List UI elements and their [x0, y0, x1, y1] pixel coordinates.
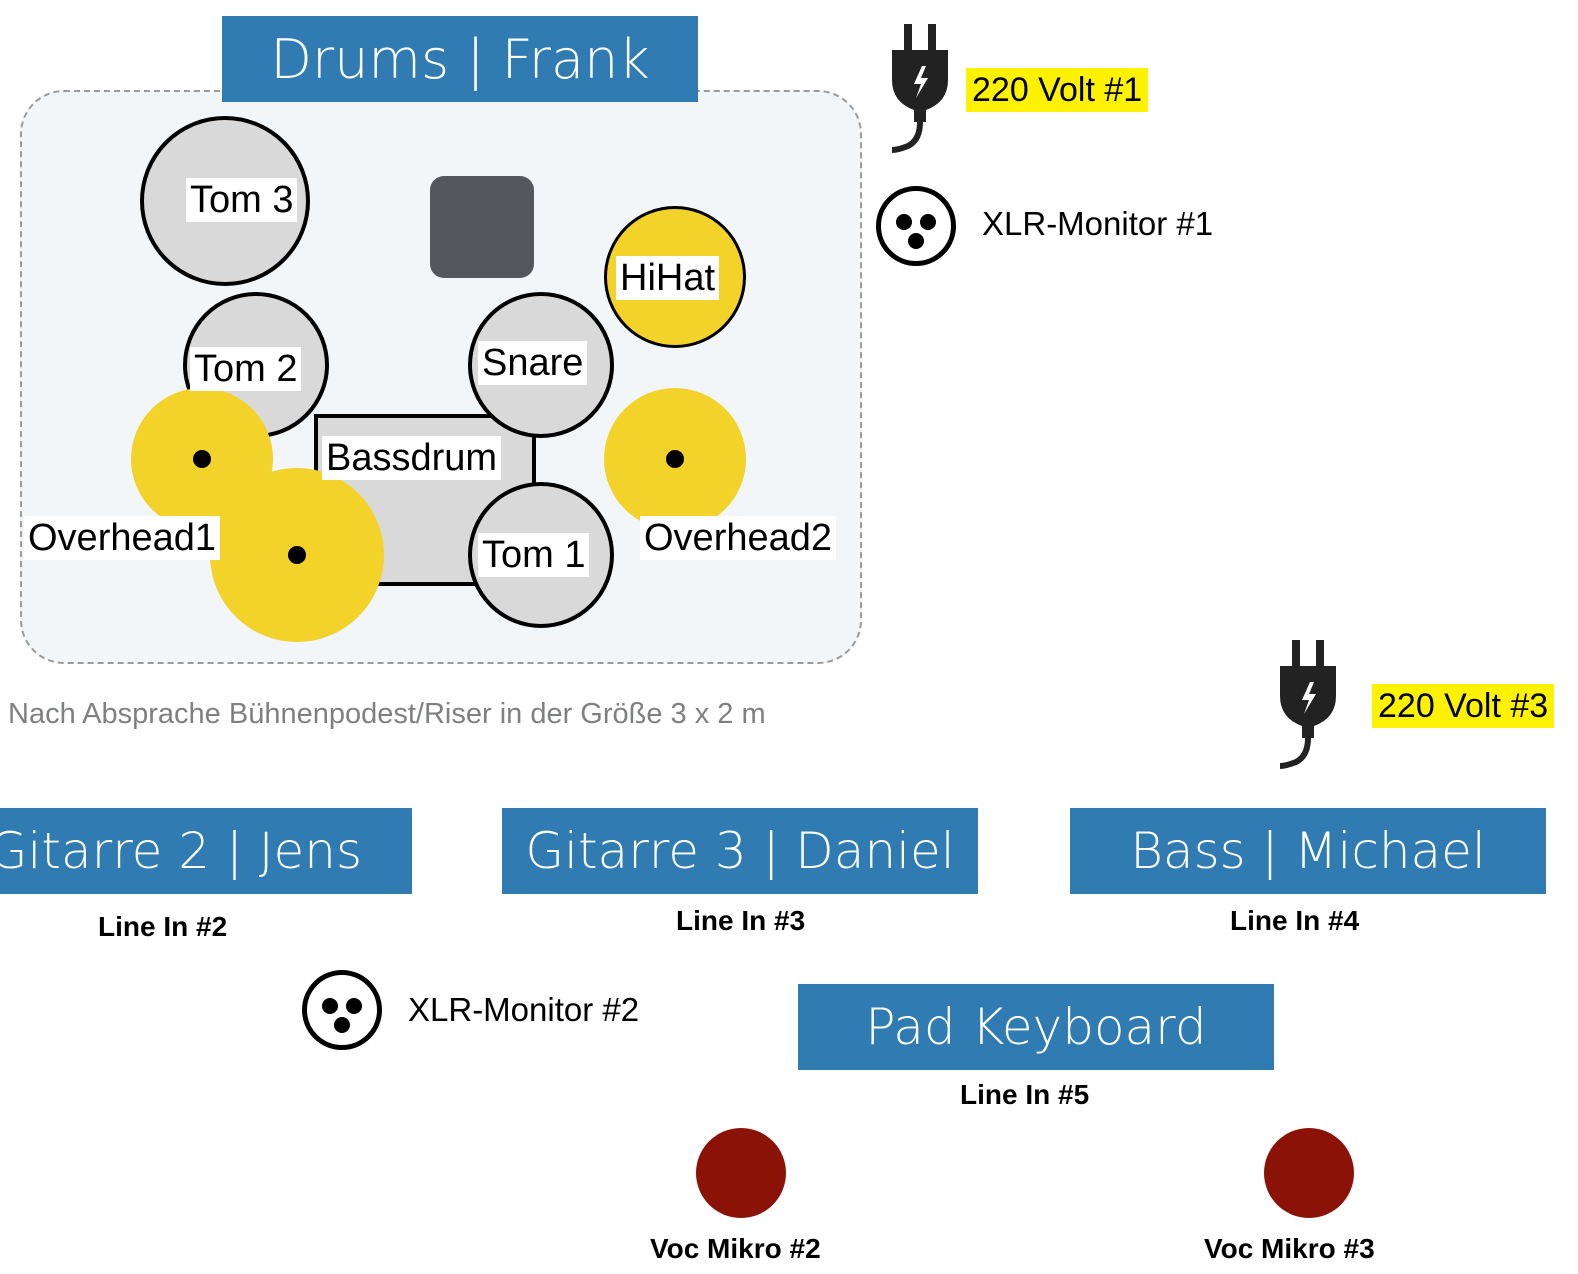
drums-title-band: Drums | Frank: [222, 16, 698, 102]
overhead1-mic-point: [193, 450, 211, 468]
xlr-connector-icon: [876, 186, 956, 266]
bass-title: Bass | Michael: [1130, 822, 1486, 880]
voc-mikro-2-label: Voc Mikro #2: [650, 1233, 821, 1264]
xlr-monitor-1-label: XLR-Monitor #1: [982, 205, 1214, 242]
voc-mikro-3-label: Voc Mikro #3: [1204, 1233, 1375, 1264]
gitarre2-title: Gitarre 2 | Jens: [0, 822, 362, 880]
line-in-4: Line In #4: [1230, 905, 1360, 936]
drum-stool: [430, 176, 534, 278]
tom2-label: Tom 2: [190, 347, 302, 391]
volt-label-3: 220 Volt #3: [1372, 684, 1555, 728]
xlr-connector-icon: [302, 970, 382, 1050]
overhead2-label: Overhead2: [640, 516, 837, 560]
volt-label-1: 220 Volt #1: [966, 68, 1149, 112]
pad-keyboard-title: Pad Keyboard: [865, 998, 1207, 1056]
vocal-mic-3: [1264, 1128, 1354, 1218]
riser-note: Nach Absprache Bühnenpodest/Riser in der…: [8, 698, 766, 730]
gitarre2-band: Gitarre 2 | Jens: [0, 808, 412, 894]
pad-keyboard-band: Pad Keyboard: [798, 984, 1274, 1070]
overhead1-label: Overhead1: [24, 516, 221, 560]
snare-label: Snare: [478, 341, 588, 385]
tom3-label: Tom 3: [186, 178, 298, 222]
crash-mic-point: [288, 546, 306, 564]
overhead2-mic-point: [666, 450, 684, 468]
tom1-label: Tom 1: [478, 533, 590, 577]
bass-band: Bass | Michael: [1070, 808, 1546, 894]
line-in-2: Line In #2: [98, 911, 228, 942]
gitarre3-title: Gitarre 3 | Daniel: [525, 822, 955, 880]
drums-title: Drums | Frank: [270, 27, 650, 91]
hihat-label: HiHat: [616, 256, 720, 300]
power-plug-icon: [891, 24, 948, 153]
line-in-5: Line In #5: [960, 1079, 1090, 1110]
xlr-monitor-2-label: XLR-Monitor #2: [408, 991, 640, 1028]
line-in-3: Line In #3: [676, 905, 806, 936]
power-plug-icon: [1279, 640, 1336, 769]
bassdrum-label: Bassdrum: [322, 436, 502, 480]
gitarre3-band: Gitarre 3 | Daniel: [502, 808, 978, 894]
vocal-mic-2: [696, 1128, 786, 1218]
